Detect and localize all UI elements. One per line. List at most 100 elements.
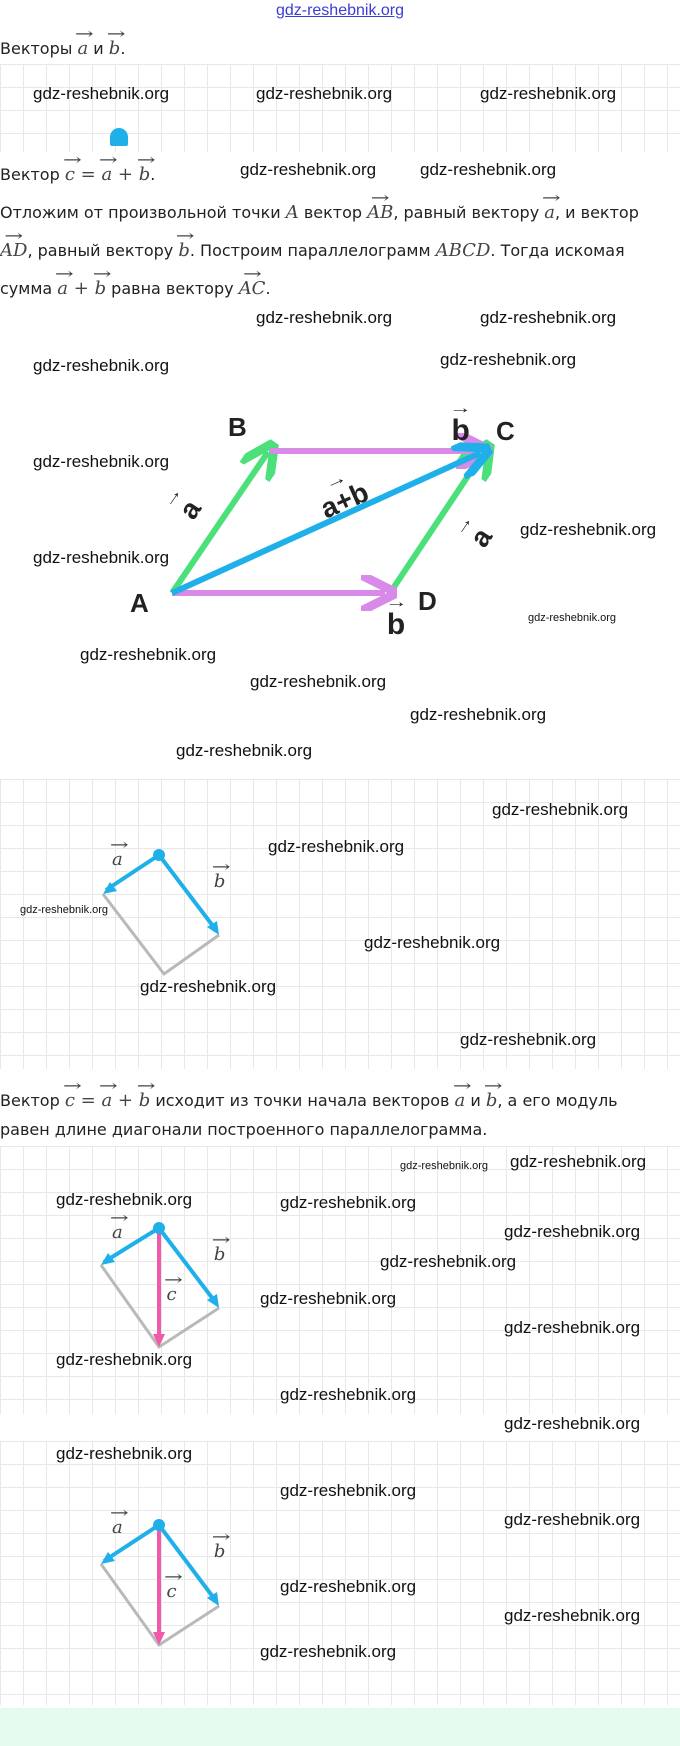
label-b: b <box>214 865 226 892</box>
site-link[interactable]: gdz-reshebnik.org <box>275 2 405 19</box>
text: и <box>465 1091 486 1110</box>
label-b-top: b <box>451 408 469 448</box>
conclusion-line-2: равен длине диагонали построенного парал… <box>0 1120 488 1139</box>
watermark: gdz-reshebnik.org <box>380 1252 517 1271</box>
point-c-label: C <box>496 416 515 446</box>
vec-b: b <box>178 234 190 261</box>
vector-ab <box>169 452 268 595</box>
text: = <box>74 1090 102 1111</box>
paragraph-line-3: сумма a + b равна вектору AC. <box>0 272 271 299</box>
vec-b: b <box>486 1084 498 1111</box>
text: Отложим от произвольной точки <box>0 203 286 222</box>
watermark: gdz-reshebnik.org <box>256 84 393 103</box>
label-b: b <box>214 1535 226 1562</box>
watermark: gdz-reshebnik.org <box>268 837 405 856</box>
watermark: gdz-reshebnik.org <box>280 1481 417 1500</box>
watermark: gdz-reshebnik.org <box>504 1414 641 1433</box>
point-b-label: B <box>228 412 247 442</box>
text: + <box>112 164 139 185</box>
watermark: gdz-reshebnik.org <box>480 308 617 327</box>
paragraph-line-2: AD, равный вектору b. Построим параллело… <box>0 234 625 261</box>
vec-b: b <box>139 1084 151 1111</box>
vec-c: c <box>65 1084 75 1111</box>
grid-vectors-ab: a b <box>0 779 680 1069</box>
vector-c-definition: Вектор c = a + b. <box>0 158 155 185</box>
paragraph-line-1: Отложим от произвольной точки A вектор A… <box>0 196 639 223</box>
text: + <box>68 278 95 299</box>
vectors-intro: Векторы a и b. <box>0 32 125 59</box>
text: вектор <box>298 203 368 222</box>
text: , равный вектору <box>27 241 179 260</box>
label-c: c <box>166 1575 176 1602</box>
watermark: gdz-reshebnik.org <box>56 1444 193 1463</box>
vec-c: c <box>65 158 75 185</box>
text: Вектор <box>0 1091 65 1110</box>
watermark: gdz-reshebnik.org <box>504 1606 641 1625</box>
parallelogram-diagram: B C A D a a a+b b b <box>0 330 680 770</box>
watermark: gdz-reshebnik.org <box>400 1160 489 1172</box>
watermark: gdz-reshebnik.org <box>20 904 109 916</box>
watermark: gdz-reshebnik.org <box>520 520 657 539</box>
watermark: gdz-reshebnik.org <box>504 1222 641 1241</box>
vec-b: b <box>139 158 151 185</box>
vec-a: a <box>57 272 68 299</box>
watermark: gdz-reshebnik.org <box>33 84 170 103</box>
vec-a: a <box>101 1084 112 1111</box>
grid-sum-diagram-1: a b c <box>0 1146 680 1414</box>
text: сумма <box>0 279 58 298</box>
text: равна вектору <box>106 279 239 298</box>
watermark: gdz-reshebnik.org <box>140 977 277 996</box>
watermark: gdz-reshebnik.org <box>240 160 377 179</box>
vec-a: a <box>544 196 555 223</box>
text: , а его модуль <box>497 1091 618 1110</box>
grid-sum-diagram-2: a b c <box>0 1441 680 1705</box>
text: . Построим параллелограмм <box>189 241 436 260</box>
vec-b: b <box>95 272 107 299</box>
watermark: gdz-reshebnik.org <box>80 645 217 664</box>
label-a: a <box>112 843 123 870</box>
vec-ab: AB <box>367 196 393 223</box>
watermark: gdz-reshebnik.org <box>420 160 557 179</box>
vec-a: a <box>77 32 88 59</box>
label-b: b <box>214 1238 226 1265</box>
watermark: gdz-reshebnik.org <box>33 548 170 567</box>
label-a: a <box>112 1511 123 1538</box>
watermark: gdz-reshebnik.org <box>250 672 387 691</box>
vec-a: a <box>455 1084 466 1111</box>
watermark: gdz-reshebnik.org <box>56 1350 193 1369</box>
watermark: gdz-reshebnik.org <box>460 1030 597 1049</box>
cursor-blob-icon <box>110 128 128 146</box>
parallelogram: ABCD <box>435 240 491 261</box>
watermark: gdz-reshebnik.org <box>492 800 629 819</box>
watermark: gdz-reshebnik.org <box>410 705 547 724</box>
footer-band <box>0 1708 680 1746</box>
conclusion-line-1: Вектор c = a + b исходит из точки начала… <box>0 1084 618 1111</box>
watermark: gdz-reshebnik.org <box>364 933 501 952</box>
watermark: gdz-reshebnik.org <box>280 1385 417 1404</box>
watermark: gdz-reshebnik.org <box>528 612 617 624</box>
text: . Тогда искомая <box>490 241 625 260</box>
watermark: gdz-reshebnik.org <box>510 1152 647 1171</box>
watermark: gdz-reshebnik.org <box>440 350 577 369</box>
label-b-bottom: b <box>387 602 405 642</box>
watermark: gdz-reshebnik.org <box>280 1577 417 1596</box>
text: и <box>88 39 109 58</box>
vec-b: b <box>109 32 121 59</box>
vec-a: a <box>101 158 112 185</box>
watermark: gdz-reshebnik.org <box>260 1289 397 1308</box>
watermark: gdz-reshebnik.org <box>33 356 170 375</box>
watermark: gdz-reshebnik.org <box>280 1193 417 1212</box>
text: . <box>150 165 156 184</box>
text: . <box>120 39 126 58</box>
watermark: gdz-reshebnik.org <box>176 741 313 760</box>
point-a-label: A <box>130 588 149 618</box>
text: . <box>265 279 271 298</box>
label-a: a <box>112 1216 123 1243</box>
text: = <box>74 164 102 185</box>
watermark: gdz-reshebnik.org <box>256 308 393 327</box>
watermark: gdz-reshebnik.org <box>504 1510 641 1529</box>
label-c: c <box>166 1278 176 1305</box>
vec-ac: AC <box>239 272 266 299</box>
text: , и вектор <box>554 203 639 222</box>
watermark: gdz-reshebnik.org <box>33 452 170 471</box>
